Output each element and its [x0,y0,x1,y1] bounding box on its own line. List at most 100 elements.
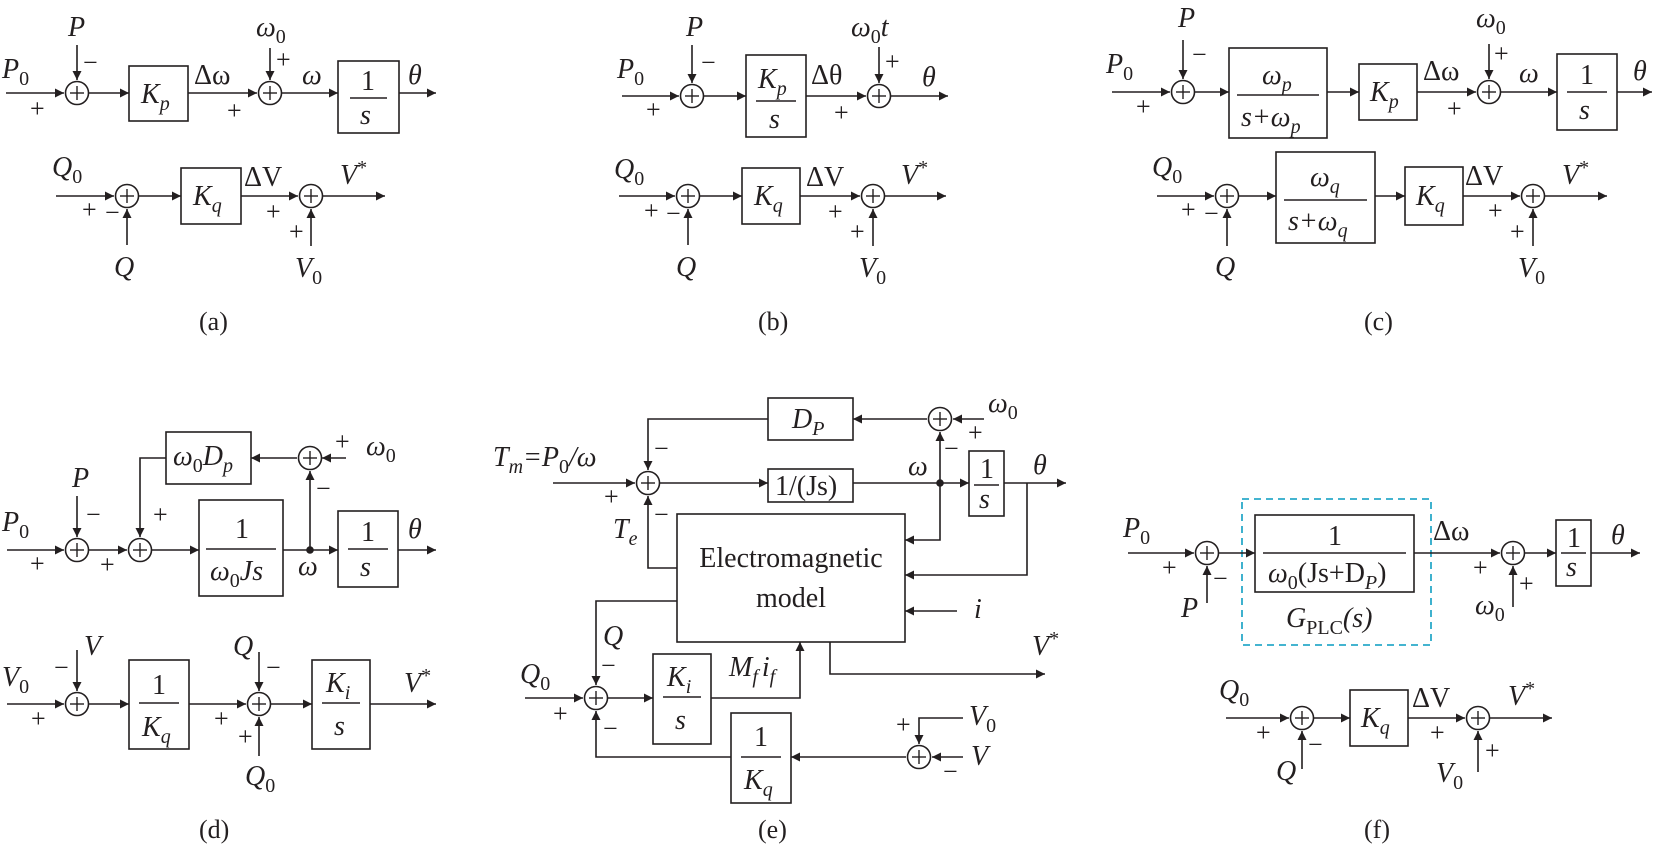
kp-den: s [769,104,780,135]
ki-den: s [675,705,686,736]
q0-label: Q0 [614,154,644,190]
omega-label: ω [302,60,322,91]
plus-sign: + [335,427,350,456]
summing-junction [679,83,705,109]
plus-sign: + [1488,196,1503,225]
wp-num: ωp [1262,60,1292,96]
q0-label: Q0 [520,659,550,695]
plus-sign: + [100,550,115,579]
kp-label: Kp [140,79,170,115]
summing-junction [927,406,953,432]
ki-num: Ki [666,662,691,698]
plus-sign: + [289,217,304,246]
int-den: s [360,100,371,131]
summing-junction [866,83,892,109]
summing-junction [297,445,323,471]
minus-sign: − [603,714,618,743]
plus-sign: + [214,704,229,733]
summing-junction [127,537,153,563]
delta-omega-label: Δω [1433,516,1469,547]
minus-sign: − [316,474,331,503]
theta-label: θ [408,514,422,545]
plus-sign: + [1136,92,1151,121]
plus-sign: + [82,195,97,224]
p0-label: P0 [1105,49,1133,85]
minus-sign: − [54,653,69,682]
inertia-num: 1 [235,514,249,545]
plus-sign: + [227,96,242,125]
omega0-label: ω0 [256,12,286,48]
summing-junction [1194,540,1220,566]
vstar-label: V* [340,157,367,191]
plus-sign: + [1256,718,1271,747]
wp-den: s+ωp [1241,102,1301,138]
summing-junction [906,744,932,770]
vstar-label: V* [1508,678,1535,712]
panel-caption: (d) [199,815,229,844]
kq-block [1404,166,1464,226]
plus-sign: + [276,45,291,74]
plus-sign: + [850,217,865,246]
summing-junction [635,470,661,496]
minus-sign: − [944,434,959,463]
p-label: P [1180,593,1198,624]
v0-label: V0 [1518,253,1545,289]
plus-sign: + [646,95,661,124]
kq-label: Kq [1360,703,1390,739]
plus-sign: + [1181,195,1196,224]
vstar-label: V* [404,665,431,699]
vstar-label: V* [901,157,928,191]
plus-sign: + [153,500,168,529]
int-num: 1 [980,454,994,485]
ki-over-s-block [652,653,712,745]
p-label: P [1177,3,1195,34]
plus-sign: + [1510,217,1525,246]
summing-junction [1520,183,1546,209]
minus-sign: − [266,653,281,682]
int-num: 1 [361,517,375,548]
panel-f: P0 + − P 1 ω0(Js+DP) GPLC(s) Δω + + ω0 1… [1122,498,1640,844]
minus-sign: − [1308,730,1323,759]
summing-junction [298,183,324,209]
minus-sign: − [654,434,669,463]
plus-sign: + [1430,718,1445,747]
theta-label: θ [922,62,936,93]
delta-omega-label: Δω [1423,56,1459,87]
panel-caption: (e) [758,815,787,844]
int-num: 1 [1580,60,1594,91]
theta-label: θ [1033,450,1047,481]
inertia-den: ω0Js [210,556,263,592]
q-label: Q [676,252,696,283]
int-num: 1 [361,66,375,97]
ki-num: Ki [325,668,350,704]
plus-sign: + [828,197,843,226]
summing-junction [64,80,90,106]
delta-v-label: ΔV [1412,683,1450,714]
q-label: Q [1215,252,1235,283]
kq-block [180,167,242,225]
int-num: 1 [1567,523,1581,554]
delta-theta-label: Δθ [811,60,842,91]
summing-junction [1214,183,1240,209]
q0-label: Q0 [245,761,275,797]
inv-kq-block [128,659,190,750]
int-den: s [1566,552,1577,583]
v0-label: V0 [859,253,886,289]
plus-sign: + [968,418,983,447]
theta-label: θ [1633,56,1647,87]
q-label: Q [1276,756,1296,787]
omega0-label: ω0 [366,431,396,467]
q0-label: Q0 [52,152,82,188]
plc-num: 1 [1328,521,1342,552]
kp-num: Kp [757,64,787,100]
summing-junction [1170,79,1196,105]
omega0-label: ω0 [1476,3,1506,39]
p-label: P [685,12,703,43]
kq-label: Kq [753,181,783,217]
v0-label: V0 [969,701,996,737]
summing-junction [246,691,272,717]
omega0-label: ω0 [988,388,1018,424]
q0-label: Q0 [1219,675,1249,711]
q-label: Q [603,621,623,652]
kq-block [1349,689,1409,747]
